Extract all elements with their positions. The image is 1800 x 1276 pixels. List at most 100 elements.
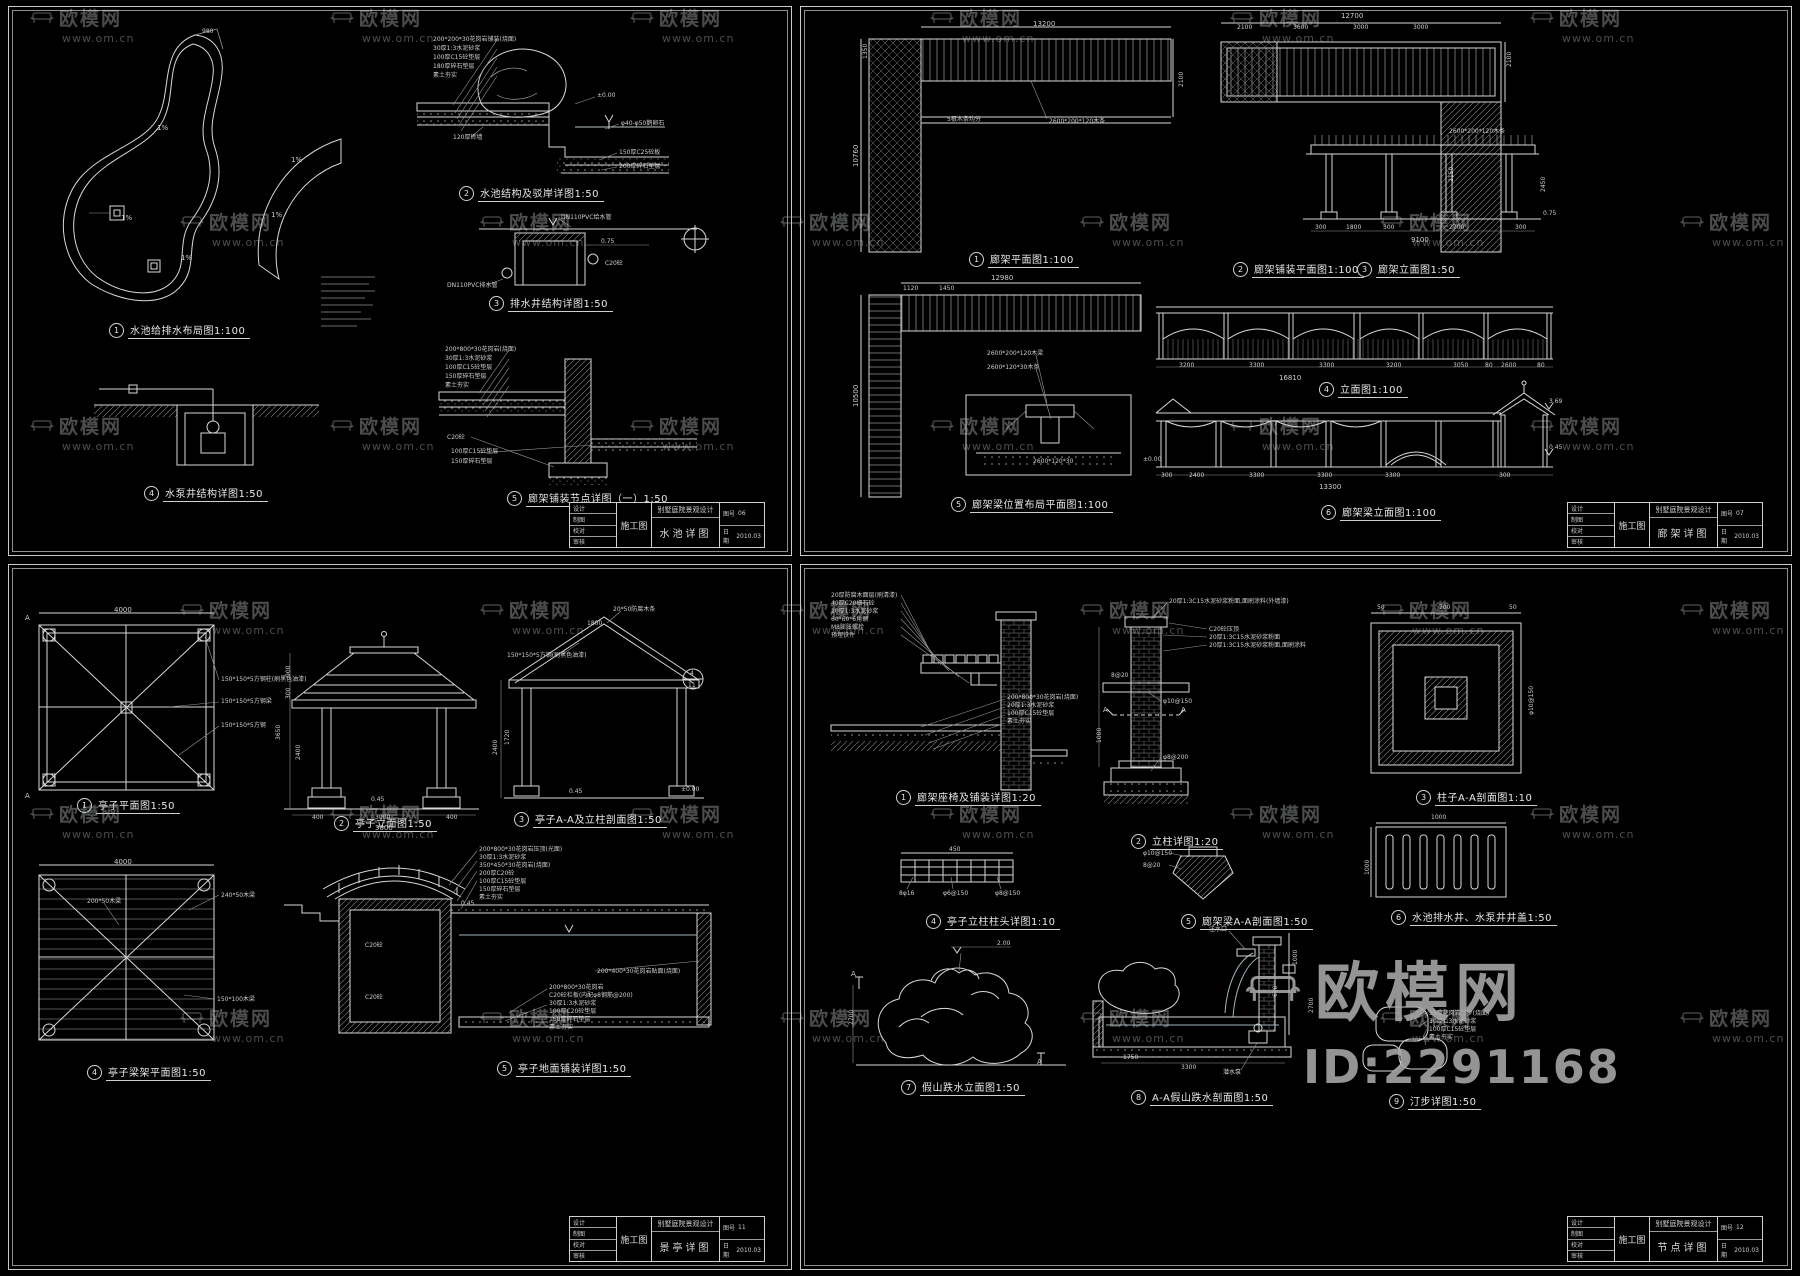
- annotation-label: 200厚碎石垫层: [619, 163, 661, 170]
- annotation-label: 2100: [1178, 71, 1185, 87]
- annotation-label: 150厚C25砼板: [619, 149, 661, 156]
- annotation-label: 3650: [275, 724, 282, 740]
- annotation-label: DN110PVC排水管: [447, 282, 498, 289]
- annotation-label: 3.69: [1549, 398, 1563, 405]
- annotation-label: 150厚碎石垫层: [479, 886, 521, 893]
- annotation-label: C20砼: [447, 434, 465, 441]
- figure-number: 1: [896, 790, 911, 805]
- annotation-label: 50: [1509, 604, 1517, 611]
- figure-caption-text: 廊架铺装平面图1:100: [1252, 261, 1364, 278]
- annotation-label: 1%: [271, 211, 283, 219]
- annotation-label: 30厚1:3水泥砂浆: [549, 1000, 597, 1007]
- annotation-label: 200厚C20砼: [479, 870, 515, 877]
- titleblock-role: 校对: [1568, 526, 1614, 537]
- annotation-label: 3300: [1385, 472, 1401, 479]
- annotation-label: 12980: [991, 274, 1014, 282]
- figure-caption-text: 假山跌水立面图1:50: [920, 1079, 1025, 1096]
- annotation-label: 注水口: [1209, 926, 1228, 933]
- annotation-label: 1800: [1346, 224, 1362, 231]
- titleblock-role: 校对: [570, 526, 616, 537]
- figure-caption-text: 亭子平面图1:50: [96, 797, 180, 814]
- annotation-label: 潜水泵: [1223, 1069, 1242, 1076]
- annotation-label: 1000: [1292, 949, 1299, 965]
- titleblock-project: 别墅庭院景观设计: [1650, 503, 1717, 518]
- annotation-label: φ8@200: [1163, 754, 1189, 761]
- figure-number: 6: [1321, 505, 1336, 520]
- annotation-label: DN110PVC给水管: [561, 214, 612, 221]
- titleblock-stage: 施工图: [1615, 1217, 1650, 1261]
- annotation-label: 450: [949, 846, 961, 853]
- annotation-label: 100厚C15砼垫层: [445, 364, 493, 371]
- annotation-label: φ40-φ50鹅卵石: [621, 120, 665, 127]
- annotation-label: C20砼栏板(内配φ8钢筋@200): [549, 992, 633, 999]
- figure-caption-text: 亭子A-A及立柱剖面图1:50: [533, 811, 667, 828]
- annotation-label: 2450: [1540, 176, 1547, 192]
- annotation-label: M8膨胀螺栓: [831, 624, 864, 631]
- annotation-label: 400: [312, 814, 324, 821]
- figure-caption-text: 柱子A-A剖面图1:10: [1435, 789, 1538, 806]
- annotation-label: 1750: [1123, 1054, 1139, 1061]
- titleblock-role: 审核: [573, 1253, 586, 1261]
- annotation-label: 300: [1515, 224, 1527, 231]
- figure-number: 5: [507, 491, 522, 506]
- titleblock-role: 校对: [1568, 1240, 1614, 1251]
- annotation-label: 12700: [1341, 12, 1364, 20]
- annotation-label: 100厚C20砼垫层: [549, 1008, 597, 1015]
- annotation-label: A: [851, 970, 856, 978]
- annotation-label: 2600: [1501, 362, 1517, 369]
- annotation-label: φ10@150: [1163, 698, 1193, 705]
- annotation-label: 3000: [1353, 24, 1369, 31]
- figure-caption-text: 廊架梁位置布局平面图1:100: [970, 496, 1114, 513]
- water-details-line-art: [62, 28, 709, 485]
- annotation-label: 1350: [862, 43, 869, 59]
- annotation-label: 4000: [114, 606, 132, 614]
- figure-number: 2: [1233, 262, 1248, 277]
- annotation-label: 120厚砖墙: [453, 134, 483, 141]
- figure-number: 4: [87, 1065, 102, 1080]
- annotation-label: 2400: [1189, 472, 1205, 479]
- titleblock-sheet-name: 节点详图: [1657, 1243, 1710, 1254]
- annotation-label: 素土夯实: [445, 382, 470, 389]
- annotation-label: A: [25, 792, 30, 800]
- annotation-label: 1%: [181, 254, 193, 262]
- annotation-label: 350*450*30花岗岩(烧面): [479, 862, 551, 869]
- figure-number: 1: [77, 798, 92, 813]
- figure-caption-text: 水池排水井、水泵井井盖1:50: [1410, 909, 1557, 926]
- annotation-label: 150*100木梁: [217, 996, 255, 1003]
- pavilion-details-line-art: [38, 610, 712, 1041]
- annotation-label: 0.75: [1543, 210, 1557, 217]
- annotation-label: 150厚碎石垫层: [451, 458, 493, 465]
- annotation-label: 2100: [1237, 24, 1253, 31]
- annotation-label: 3200: [1179, 362, 1195, 369]
- annotation-label: φ10@150: [1528, 685, 1535, 715]
- annotation-label: φ8@150: [995, 890, 1021, 897]
- figure-caption-text: 水泵井结构详图1:50: [163, 485, 268, 502]
- annotation-label: 40厚C20细石砼: [831, 600, 875, 607]
- titleblock-sheet-name: 廊架详图: [1657, 529, 1710, 540]
- annotation-label: 3800: [375, 824, 393, 832]
- annotation-label: 素土夯实: [479, 894, 504, 901]
- annotation-label: 300: [1499, 472, 1511, 479]
- annotation-label: 4: [690, 670, 694, 677]
- annotation-label: 400: [446, 814, 458, 821]
- annotation-label: 300: [1383, 224, 1395, 231]
- titleblock-stage: 施工图: [617, 503, 652, 547]
- annotation-label: 10500: [852, 384, 860, 407]
